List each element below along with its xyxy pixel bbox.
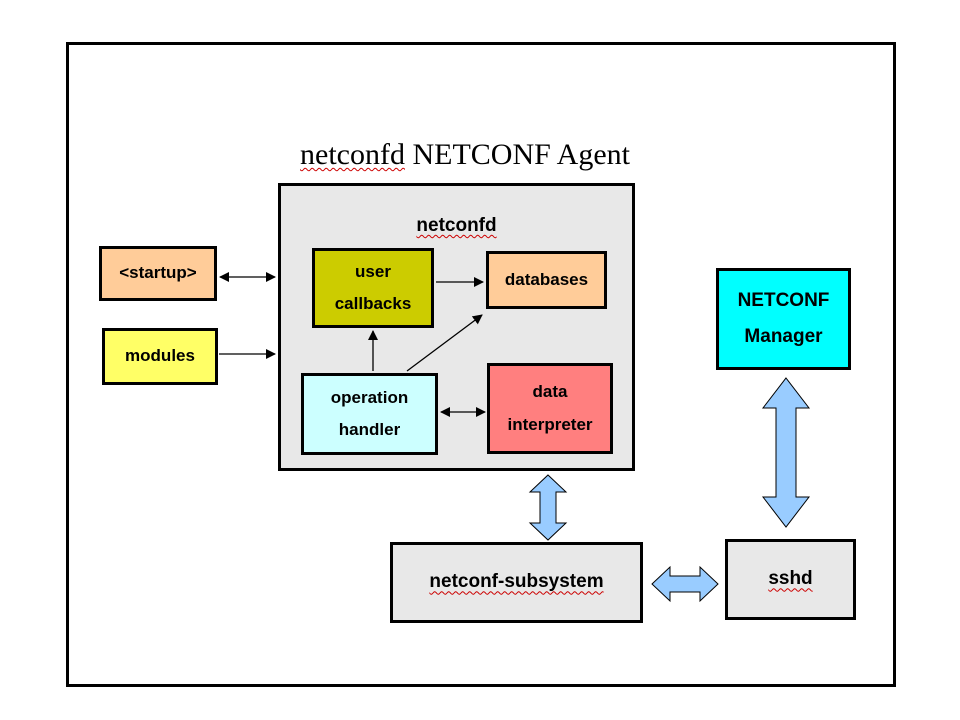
modules-label: modules	[125, 346, 195, 366]
user-callbacks-line2: callbacks	[334, 294, 412, 313]
data-interpreter-line2: interpreter	[507, 414, 593, 434]
startup-label: <startup>	[119, 263, 197, 283]
sshd-box: sshd	[725, 539, 856, 620]
operation-handler-line2: handler	[338, 420, 401, 439]
netconf-subsystem-box: netconf-subsystem	[390, 542, 643, 623]
netconf-manager-box: NETCONF Manager	[716, 268, 851, 370]
data-interpreter-box: data interpreter	[487, 363, 613, 454]
operation-handler-line1: operation	[330, 387, 409, 407]
diagram-title: netconfd NETCONF Agent	[300, 138, 630, 172]
title-netconfd: netconfd	[300, 138, 405, 171]
modules-box: modules	[102, 328, 218, 385]
data-interpreter-line1: data	[532, 382, 568, 402]
netconf-manager-line1: NETCONF	[737, 289, 830, 311]
user-callbacks-box: user callbacks	[312, 248, 434, 328]
netconf-manager-line2: Manager	[744, 326, 823, 347]
netconfd-agent-label: netconfd	[416, 215, 497, 236]
databases-label: databases	[504, 269, 589, 289]
startup-box: <startup>	[99, 246, 217, 301]
netconf-subsystem-label: netconf-subsystem	[429, 571, 604, 593]
databases-box: databases	[486, 251, 607, 309]
operation-handler-box: operation handler	[301, 373, 438, 455]
diagram-frame	[66, 42, 896, 687]
user-callbacks-line1: user	[355, 261, 391, 281]
sshd-label: sshd	[768, 568, 813, 590]
title-rest: NETCONF Agent	[404, 138, 630, 171]
